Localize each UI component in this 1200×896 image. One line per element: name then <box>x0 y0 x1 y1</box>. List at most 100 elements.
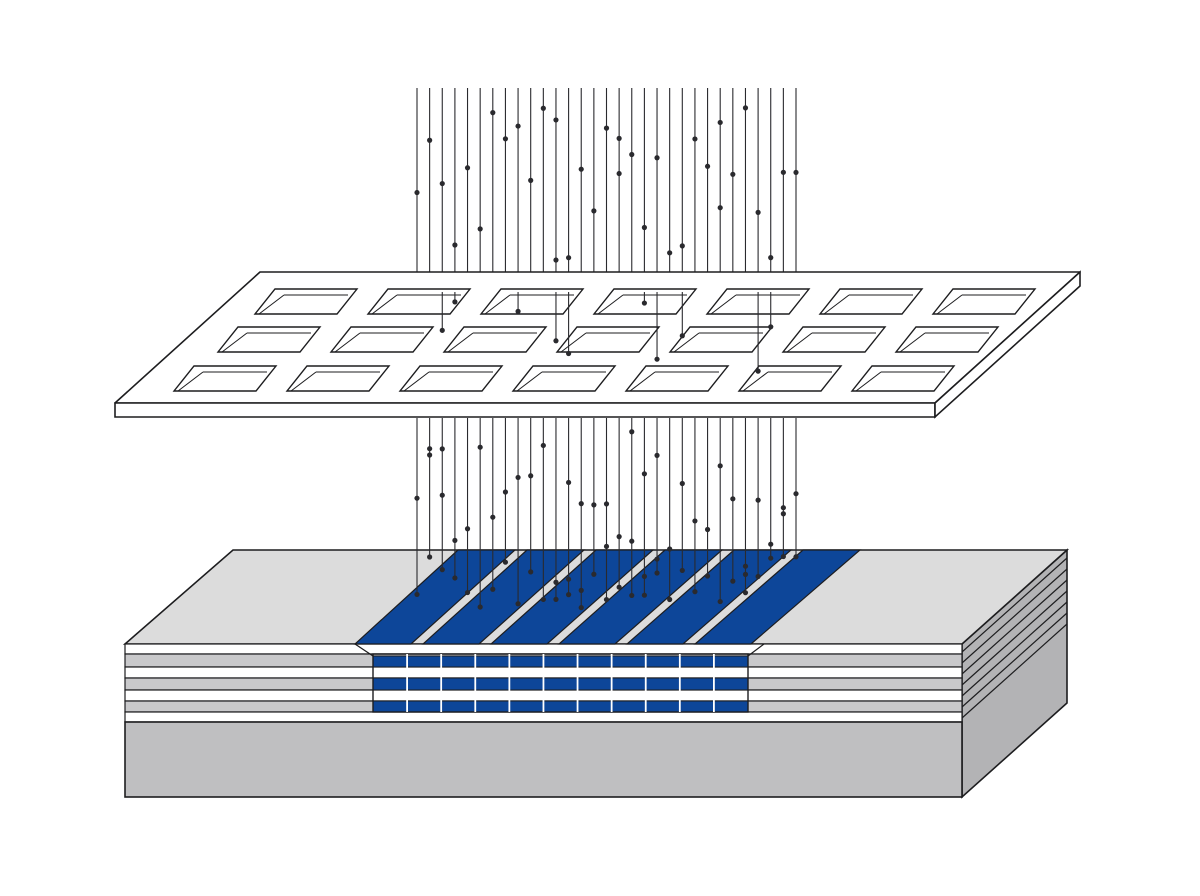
beam-particle <box>793 169 799 176</box>
top-blue-stripe <box>489 549 655 645</box>
aperture-inner-edge <box>290 371 317 392</box>
beam-impact <box>528 569 534 575</box>
side-layer-line <box>961 568 1068 664</box>
beam-particle <box>553 338 559 344</box>
aperture-inner-edge <box>786 332 813 353</box>
beam-particle <box>566 350 572 357</box>
beam-particle <box>566 576 572 582</box>
aperture-inner-edge <box>371 294 398 315</box>
beam-particle <box>616 135 622 141</box>
beam-impact <box>439 567 445 573</box>
beam-particle <box>439 446 445 452</box>
beam-particle <box>667 250 673 256</box>
beam-particle <box>578 501 584 507</box>
beam-particle <box>654 452 660 458</box>
beam-particle <box>452 242 458 248</box>
beam-impact <box>502 559 509 565</box>
side-layer-line <box>961 601 1068 697</box>
aperture-inner-edge <box>334 332 361 353</box>
beam-impact <box>793 554 799 560</box>
top-blue-stripe <box>557 549 724 645</box>
beam-impact <box>578 605 584 611</box>
front-blue-band <box>372 655 749 668</box>
beam-particle <box>742 563 749 569</box>
beam-particle <box>768 255 774 261</box>
beam-particle <box>742 571 749 577</box>
beam-particle <box>553 117 559 123</box>
beam-particle <box>679 333 685 339</box>
aperture-inner-edge <box>855 371 882 392</box>
side-layer-line <box>961 612 1068 708</box>
beam-impact <box>490 586 496 592</box>
beam-particle <box>591 502 597 508</box>
beam-particle <box>603 501 610 507</box>
beam-particle <box>414 189 420 196</box>
pattern-front-frame <box>372 653 749 713</box>
aperture-inner-edge <box>258 294 285 315</box>
beam-impact <box>692 589 698 595</box>
beam-particle <box>553 579 559 585</box>
beam-particle <box>755 209 761 215</box>
front-blue-band <box>372 677 749 691</box>
beam-particle <box>490 110 496 116</box>
beam-particle <box>768 541 774 547</box>
beam-particle <box>667 546 673 552</box>
side-layer-line <box>961 557 1068 653</box>
beam-impact <box>591 571 597 577</box>
aperture-inner-edge <box>597 294 624 315</box>
side-layer-line <box>961 590 1068 686</box>
beam-impact <box>452 575 458 581</box>
beam-particle <box>780 505 786 511</box>
beam-particle <box>502 489 509 495</box>
beam-particle <box>439 180 445 187</box>
beam-particle <box>578 587 584 593</box>
beam-particle <box>427 137 433 143</box>
beam-particle <box>717 119 723 126</box>
aperture-inner-edge <box>403 371 430 392</box>
aperture-inner-edge <box>484 294 511 315</box>
beam-impact <box>780 553 786 560</box>
pattern-chamfer <box>354 643 374 657</box>
beam-particle <box>717 463 723 469</box>
aperture-inner-edge <box>673 332 700 353</box>
beam-particle <box>629 538 635 544</box>
beam-impact <box>629 592 635 599</box>
beam-particle <box>515 474 521 481</box>
mask-front-edge <box>114 402 936 418</box>
beam-particle <box>654 556 660 562</box>
beam-impact <box>654 570 660 576</box>
beam-particle <box>654 356 660 362</box>
beam-impact <box>603 596 610 603</box>
beam-particle <box>780 511 786 517</box>
side-layer-line <box>961 579 1068 675</box>
beam-particle <box>641 573 648 580</box>
beam-particle <box>768 324 774 330</box>
beam-particle <box>452 299 458 305</box>
beam-particle <box>540 442 546 449</box>
beam-particle <box>566 255 572 261</box>
beam-particle <box>540 105 546 111</box>
beam-particle <box>654 155 660 161</box>
beam-particle <box>515 308 521 314</box>
aperture-inner-edge <box>936 294 963 315</box>
beam-particle <box>755 497 761 503</box>
beam-particle <box>528 177 534 183</box>
pattern-chamfer <box>747 643 765 657</box>
beam-particle <box>502 136 509 142</box>
aperture-inner-edge <box>629 371 656 392</box>
lower-beam-lines <box>414 418 799 611</box>
aperture-inner-edge <box>899 332 926 353</box>
beam-particle <box>414 495 420 501</box>
beam-particle <box>793 491 799 497</box>
aperture-mask <box>114 270 1081 419</box>
beam-impact <box>464 589 471 596</box>
beam-particle <box>439 327 445 333</box>
beam-particle <box>641 224 648 231</box>
beam-particle <box>742 105 749 111</box>
substrate-layer <box>124 643 963 655</box>
beam-particle <box>464 526 471 532</box>
beam-impact <box>553 596 559 602</box>
beam-particle <box>490 514 496 520</box>
beam-particle <box>477 444 483 450</box>
